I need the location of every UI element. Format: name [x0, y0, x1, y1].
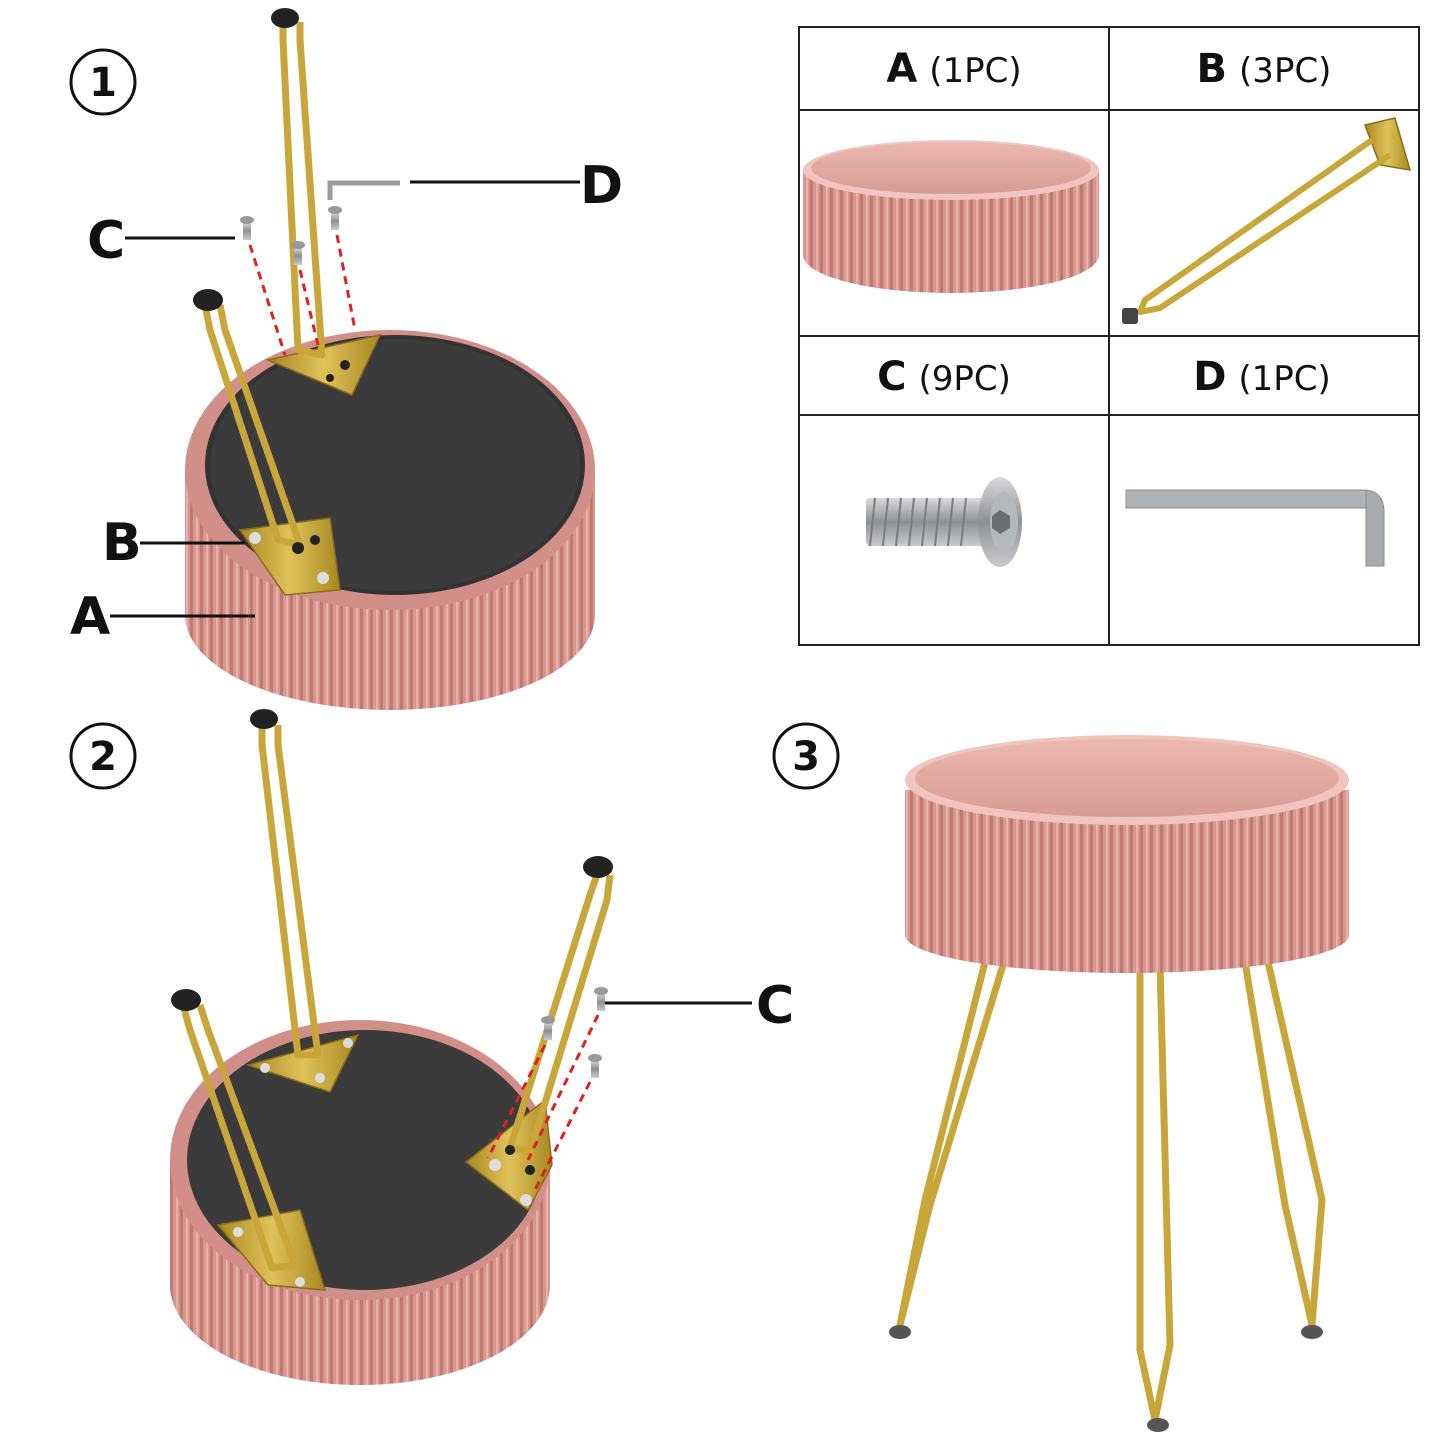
svg-text:2: 2: [89, 734, 117, 780]
step-1-leg-top: [271, 8, 322, 355]
step-1-number: 1: [71, 50, 135, 114]
part-a-header: A(1PC): [886, 46, 1021, 92]
step-1-label-c: C: [87, 211, 125, 271]
step-3-group: 3: [774, 724, 1349, 1432]
part-c-header: C(9PC): [877, 354, 1011, 400]
svg-text:1: 1: [89, 60, 117, 106]
step-3-ottoman-assembled: [889, 735, 1349, 1432]
step-2-leg-top: [250, 709, 318, 1055]
step-2-group: 2: [71, 709, 794, 1385]
step-1-group: 1: [70, 8, 623, 710]
part-a-image: [803, 140, 1099, 293]
step-1-label-d: D: [580, 156, 623, 216]
step-2-number: 2: [71, 724, 135, 788]
parts-table: A(1PC) B(3PC) C(9PC) D(1PC): [799, 27, 1419, 645]
part-b-header: B(3PC): [1197, 46, 1332, 92]
part-d-header: D(1PC): [1193, 354, 1331, 400]
step-1-label-b: B: [102, 513, 142, 573]
svg-text:3: 3: [792, 734, 820, 780]
step-1-label-a: A: [70, 587, 110, 647]
step-2-label-c: C: [756, 976, 794, 1036]
step-3-number: 3: [774, 724, 838, 788]
